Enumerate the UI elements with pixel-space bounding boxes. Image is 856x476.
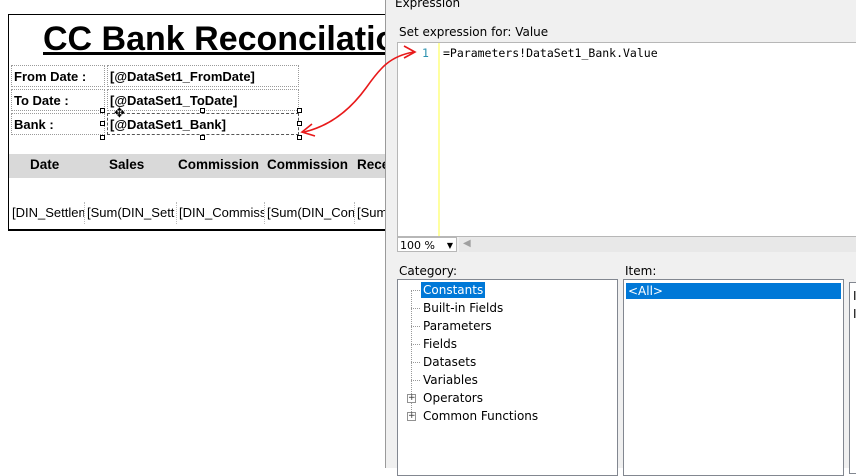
tree-connector xyxy=(411,290,420,291)
tree-connector xyxy=(411,344,420,345)
resize-handle-bl[interactable] xyxy=(100,135,105,140)
resize-handle-mr[interactable] xyxy=(297,121,302,126)
resize-handle-bm[interactable] xyxy=(200,135,205,140)
column-header-sales[interactable]: Sales xyxy=(109,157,145,172)
from-date-label[interactable]: From Date : xyxy=(11,65,105,87)
detail-cell-sum[interactable]: [Sum xyxy=(354,202,398,224)
expand-plus-icon[interactable]: + xyxy=(407,411,416,421)
tree-connector xyxy=(411,308,420,309)
item-label: Item: xyxy=(625,264,657,278)
category-item-common-functions[interactable]: Common Functions xyxy=(423,409,539,423)
report-title-textbox[interactable]: CC Bank Reconcilatio xyxy=(43,20,397,58)
item-all[interactable]: <All> xyxy=(626,283,841,299)
to-date-label[interactable]: To Date : xyxy=(11,89,105,111)
resize-handle-ml[interactable] xyxy=(100,121,105,126)
column-header-commission[interactable]: Commission xyxy=(178,157,260,172)
zoom-dropdown[interactable]: 100 % ▼ xyxy=(397,237,457,252)
set-expression-label: Set expression for: Value xyxy=(399,25,549,39)
category-tree[interactable]: Constants Built-in Fields Parameters Fie… xyxy=(397,279,618,476)
resize-handle-tm[interactable] xyxy=(200,108,205,113)
move-icon[interactable]: ✥ xyxy=(114,106,125,121)
annotation-arrow-icon xyxy=(300,45,417,137)
from-date-value[interactable]: [@DataSet1_FromDate] xyxy=(107,65,299,87)
description-text: I I xyxy=(853,287,856,323)
category-item-parameters[interactable]: Parameters xyxy=(423,319,492,333)
expression-dialog: Expression Set expression for: Value 1 =… xyxy=(385,0,856,476)
column-header-commission-2[interactable]: Commission xyxy=(267,157,349,172)
detail-cell-sum-commission[interactable]: [Sum(DIN_Con xyxy=(264,202,354,224)
resize-handle-tr[interactable] xyxy=(297,108,302,113)
expand-plus-icon[interactable]: + xyxy=(407,393,416,403)
tree-connector-line xyxy=(411,290,412,416)
bank-value-textbox[interactable]: [@DataSet1_Bank] xyxy=(107,113,299,135)
expression-editor[interactable]: 1 =Parameters!DataSet1_Bank.Value xyxy=(397,42,856,237)
line-number: 1 xyxy=(422,46,429,60)
table-header-row: Date Sales Commission Commission Rece xyxy=(9,154,399,178)
category-item-constants[interactable]: Constants xyxy=(421,282,486,298)
detail-cell-sum-sett[interactable]: [Sum(DIN_Sett xyxy=(84,202,176,224)
category-item-fields[interactable]: Fields xyxy=(423,337,457,351)
category-item-datasets[interactable]: Datasets xyxy=(423,355,477,369)
category-item-operators[interactable]: Operators xyxy=(423,391,483,405)
gutter-change-bar xyxy=(438,43,440,236)
description-line-1: I xyxy=(853,289,856,303)
zoom-value: 100 % xyxy=(400,239,435,252)
horizontal-scrollbar[interactable]: ◀ xyxy=(459,237,856,252)
category-item-built-in-fields[interactable]: Built-in Fields xyxy=(423,301,504,315)
resize-handle-tl[interactable] xyxy=(100,108,105,113)
dialog-title: Expression xyxy=(395,0,461,10)
tree-connector xyxy=(411,326,420,327)
tree-connector xyxy=(411,380,420,381)
column-header-received[interactable]: Rece xyxy=(357,157,390,172)
chevron-down-icon[interactable]: ▼ xyxy=(446,241,453,250)
bank-label[interactable]: Bank : xyxy=(11,113,105,135)
item-list[interactable]: <All> xyxy=(623,279,844,476)
scroll-left-icon[interactable]: ◀ xyxy=(463,238,471,249)
report-design-surface[interactable]: CC Bank Reconcilatio From Date : [@DataS… xyxy=(8,14,399,231)
description-line-2: I xyxy=(853,307,856,321)
resize-handle-br[interactable] xyxy=(297,135,302,140)
tree-connector xyxy=(411,362,420,363)
detail-cell-settlement[interactable]: [DIN_Settlem xyxy=(12,205,84,220)
category-item-variables[interactable]: Variables xyxy=(423,373,478,387)
detail-cell-commission[interactable]: [DIN_Commiss xyxy=(176,202,264,224)
column-header-date[interactable]: Date xyxy=(30,157,60,172)
category-label: Category: xyxy=(399,264,457,278)
expression-text[interactable]: =Parameters!DataSet1_Bank.Value xyxy=(443,46,658,60)
